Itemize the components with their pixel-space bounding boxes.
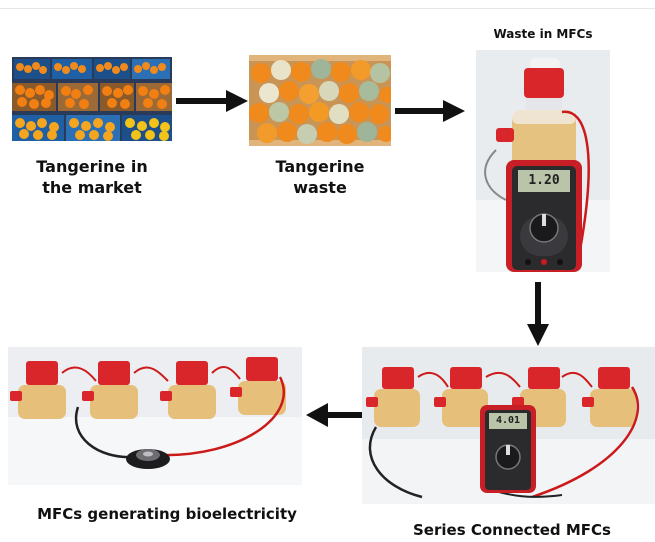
mfc-waste-label: Waste in MFCs <box>493 27 593 41</box>
arrow-down <box>527 282 549 346</box>
market-label-line2: the market <box>42 177 142 197</box>
generating-label: MFCs generating bioelectricity <box>37 505 297 523</box>
series-mfc-photo: 4.01 <box>362 347 655 504</box>
market-label: Tangerine in the market <box>12 157 172 199</box>
series-label: Series Connected MFCs <box>413 521 611 539</box>
waste-label: Tangerine waste <box>249 157 391 199</box>
market-photo <box>12 57 172 141</box>
arrow-right-2 <box>395 100 465 122</box>
series-bottles <box>366 367 636 427</box>
waste-label-line2: waste <box>293 177 347 197</box>
top-divider <box>0 8 655 9</box>
single-meter-reading: 1.20 <box>528 173 560 188</box>
mfc-single-photo: 1.20 <box>476 50 610 272</box>
arrow-right-1 <box>176 90 248 112</box>
waste-label-line1: Tangerine <box>275 157 365 176</box>
waste-photo <box>249 55 391 146</box>
generating-photo <box>8 347 302 485</box>
series-meter-reading: 4.01 <box>495 415 521 426</box>
arrow-left <box>306 403 362 427</box>
generating-bottles <box>10 357 286 419</box>
market-label-line1: Tangerine in <box>36 157 148 176</box>
